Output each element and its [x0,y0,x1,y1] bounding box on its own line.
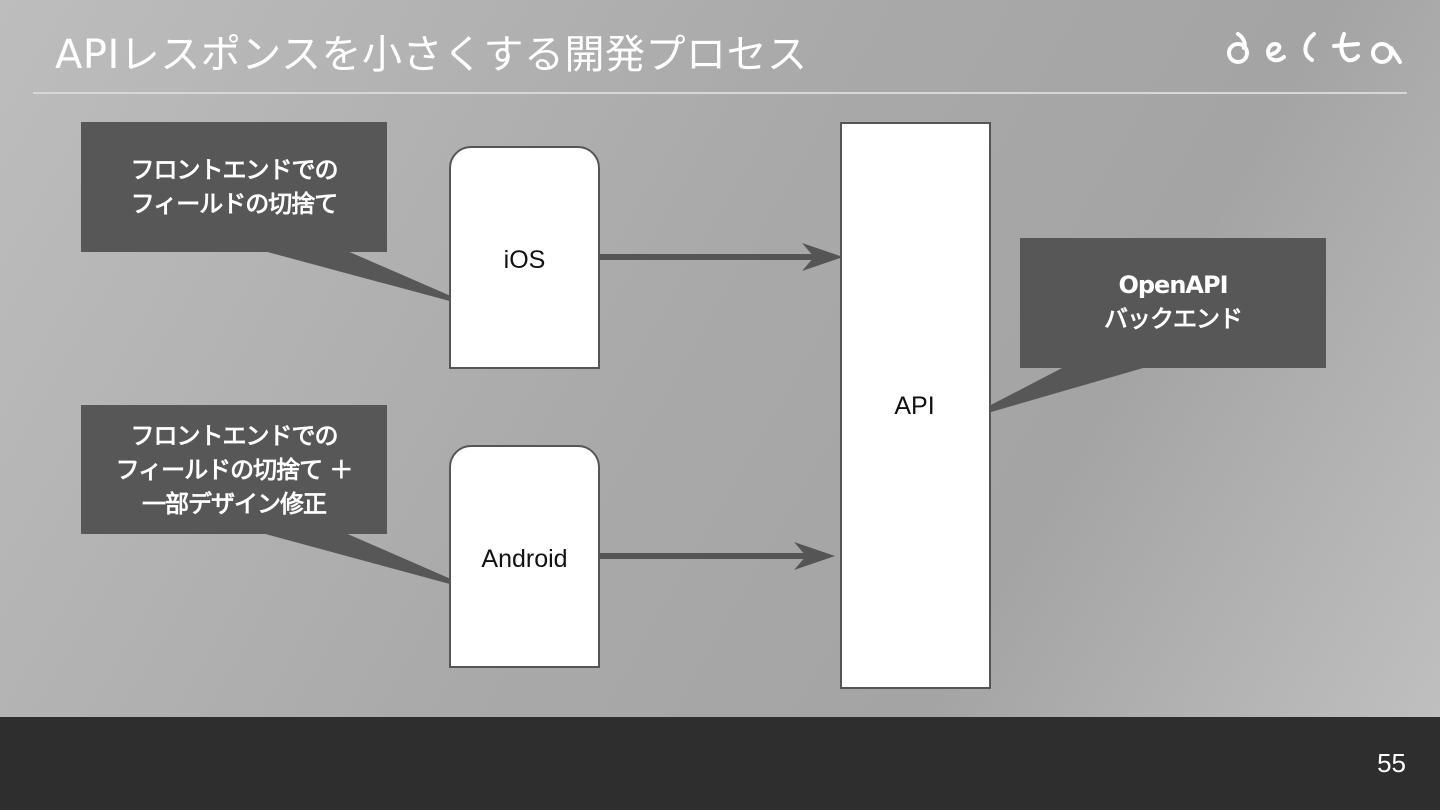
ios-node: iOS [449,146,600,369]
api-node: API [840,122,991,689]
android-to-api-arrow [599,542,835,570]
page-number: 55 [1377,748,1406,778]
slide-title: APIレスポンスを小さくする開発プロセス [55,32,808,78]
api-callout-tail [960,366,1150,421]
android-node-label: Android [481,545,568,573]
api-node-label: API [894,392,935,420]
api-callout-line-1: OpenAPI [1118,271,1228,299]
delta-logo-icon [1227,32,1402,64]
ios-callout: フロントエンドでの フィールドの切捨て [81,122,387,252]
android-callout: フロントエンドでの フィールドの切捨て ＋ 一部デザイン修正 [81,405,387,534]
ios-callout-line-2: フィールドの切捨て [130,190,339,218]
android-callout-line-2: フィールドの切捨て ＋ [115,455,354,484]
android-callout-line-1: フロントエンドでの [130,421,339,450]
api-callout: OpenAPI バックエンド [1020,238,1326,368]
ios-callout-tail [260,250,483,310]
footer-bar: 55 [0,717,1440,810]
ios-node-label: iOS [503,246,546,274]
delta-logo: delta [1222,24,1412,72]
ios-to-api-arrow [599,243,843,271]
ios-callout-line-1: フロントエンドでの [130,156,339,184]
title-divider [33,92,1407,94]
android-node: Android [449,445,600,668]
api-callout-line-2: バックエンド [1104,305,1243,333]
android-callout-line-3: 一部デザイン修正 [142,489,327,518]
android-callout-tail [258,532,483,593]
